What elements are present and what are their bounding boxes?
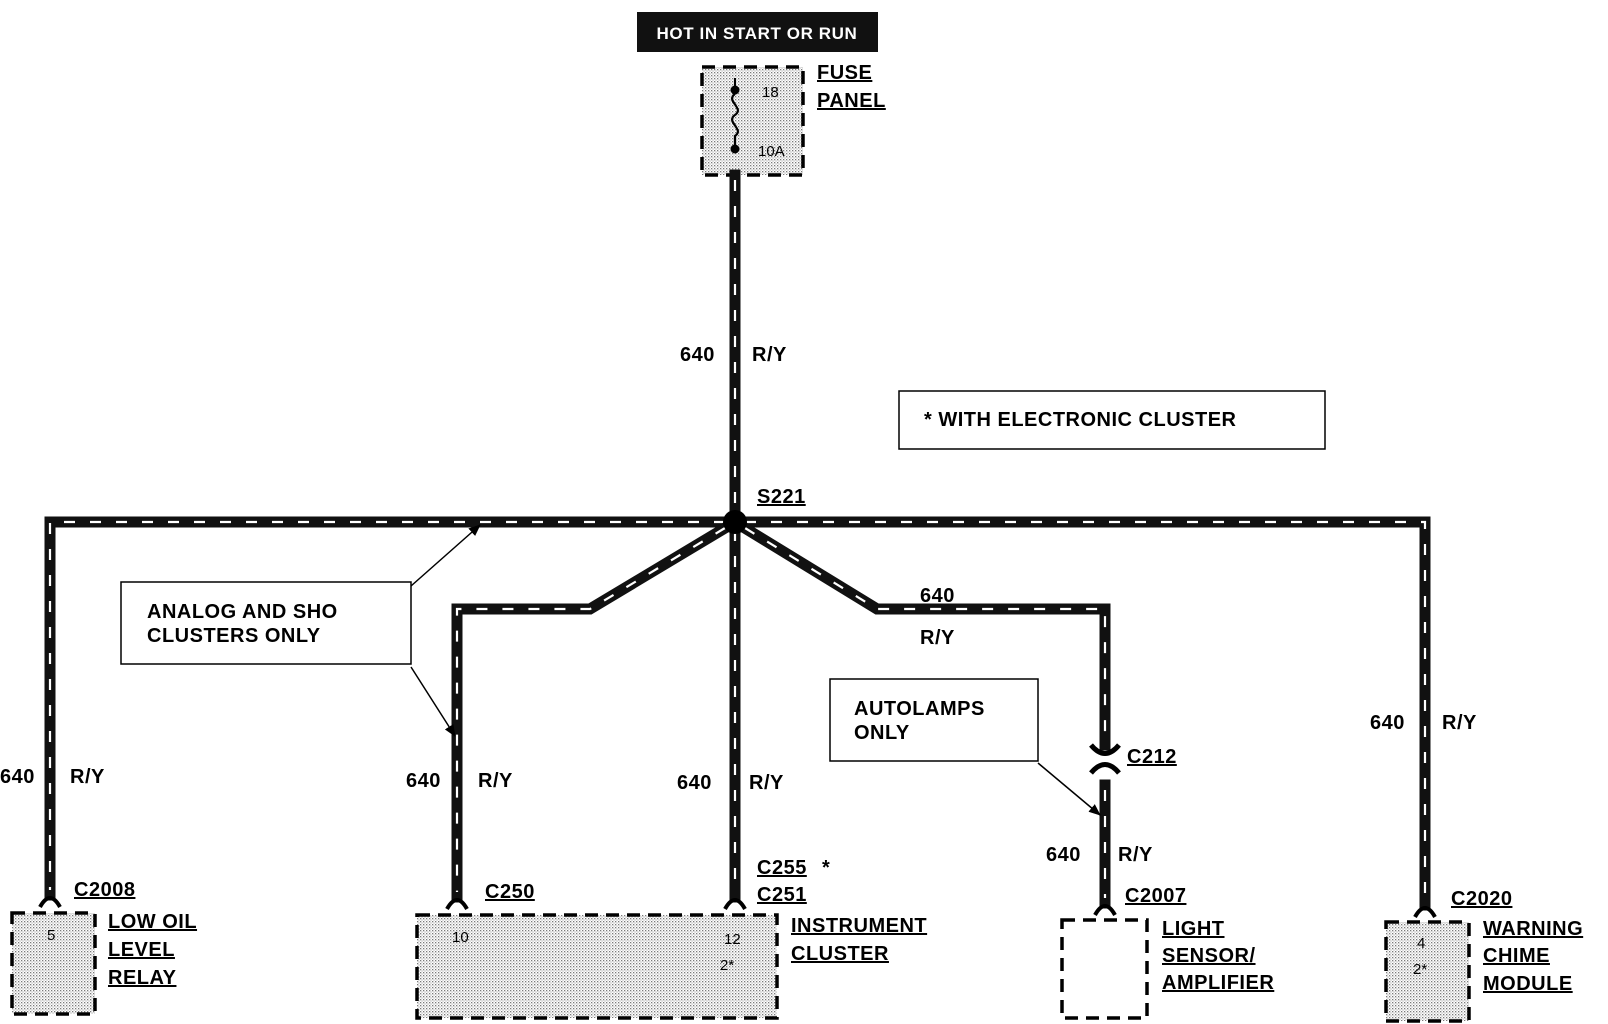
svg-text:AUTOLAMPS: AUTOLAMPS [854,698,985,720]
autolamps-note: AUTOLAMPS ONLY [829,678,1101,816]
svg-text:* WITH ELECTRONIC CLUSTER: * WITH ELECTRONIC CLUSTER [924,409,1237,431]
terminal-c250 [445,898,469,911]
c255-circuit: 640 [677,772,712,794]
svg-text:HOT IN START OR RUN: HOT IN START OR RUN [657,24,858,43]
svg-text:RELAY: RELAY [108,967,177,989]
inline-connector-c212 [1089,743,1121,775]
splice-label: S221 [757,486,806,508]
wire-to-low-oil-relay [44,516,741,901]
c255-color: R/Y [749,772,784,794]
main-feed-color: R/Y [752,344,787,366]
chime-circuit: 640 [1370,712,1405,734]
low-oil-level-relay: C2008 5 LOW OIL LEVEL RELAY [10,879,197,1016]
terminal-c2020 [1413,906,1437,919]
fuse-panel-label-2: PANEL [817,90,886,112]
connector-c2008: C2008 [74,879,135,901]
light-sensor-upper-circuit: 640 [920,585,955,607]
connector-c251: C251 [757,884,807,906]
svg-text:LEVEL: LEVEL [108,939,175,961]
svg-text:ANALOG AND SHO: ANALOG AND SHO [147,601,338,623]
fuse-panel-label: FUSE [817,62,872,84]
connector-terminals [38,743,1437,919]
wiring-harness [44,169,1431,911]
terminal-c2008 [38,896,62,909]
pin-number: 5 [47,927,55,944]
fuse-icon [730,78,740,154]
pointer-arrow [410,524,481,587]
analog-sho-note: ANALOG AND SHO CLUSTERS ONLY [120,524,481,737]
wire-to-cluster-c250 [451,514,743,903]
c250-color: R/Y [478,770,513,792]
electronic-cluster-note: * WITH ELECTRONIC CLUSTER [898,390,1326,450]
svg-text:INSTRUMENT: INSTRUMENT [791,915,927,937]
wire-to-light-sensor [727,514,1111,909]
light-sensor-color: R/Y [1118,844,1153,866]
electronic-mark: * [822,857,830,879]
terminal-c2007 [1093,904,1117,917]
pointer-arrow [1037,762,1101,816]
pointer-arrow [410,666,456,737]
svg-text:LIGHT: LIGHT [1162,918,1225,940]
svg-text:CLUSTER: CLUSTER [791,943,889,965]
pin-number: 2* [720,957,734,974]
svg-text:CLUSTERS ONLY: CLUSTERS ONLY [147,625,321,647]
connector-c2007: C2007 [1125,885,1186,907]
warning-chime-module: C2020 4 2* WARNING CHIME MODULE [1384,888,1583,1023]
instrument-cluster: C250 C255 * C251 10 12 2* INSTRUMENT CLU… [415,857,927,1020]
svg-text:MODULE: MODULE [1483,973,1573,995]
pin-number: 4 [1417,935,1425,952]
svg-text:SENSOR/: SENSOR/ [1162,945,1256,967]
splice-s221 [723,510,747,534]
svg-text:AMPLIFIER: AMPLIFIER [1162,972,1274,994]
fuse-number: 18 [762,84,779,101]
pin-number: 12 [724,931,741,948]
svg-text:WARNING: WARNING [1483,918,1583,940]
low-oil-color: R/Y [70,766,105,788]
main-feed-circuit: 640 [680,344,715,366]
svg-text:ONLY: ONLY [854,722,910,744]
pin-number: 2* [1413,961,1427,978]
c250-circuit: 640 [406,770,441,792]
low-oil-circuit: 640 [0,766,35,788]
light-sensor-circuit: 640 [1046,844,1081,866]
fuse-panel: 18 10A FUSE PANEL [700,62,886,177]
light-sensor-upper-color: R/Y [920,627,955,649]
connector-c2020: C2020 [1451,888,1512,910]
svg-text:CHIME: CHIME [1483,945,1550,967]
connector-c250: C250 [485,881,535,903]
svg-text:LOW OIL: LOW OIL [108,911,197,933]
pin-number: 10 [452,929,469,946]
wire-to-chime-module [729,516,1431,911]
c212-label: C212 [1127,746,1177,768]
fuse-rating: 10A [758,143,785,160]
connector-c255: C255 [757,857,807,879]
light-sensor-amplifier: C2007 LIGHT SENSOR/ AMPLIFIER [1060,885,1274,1020]
chime-color: R/Y [1442,712,1477,734]
terminal-c255 [723,898,747,911]
power-source-title: HOT IN START OR RUN [637,12,878,52]
